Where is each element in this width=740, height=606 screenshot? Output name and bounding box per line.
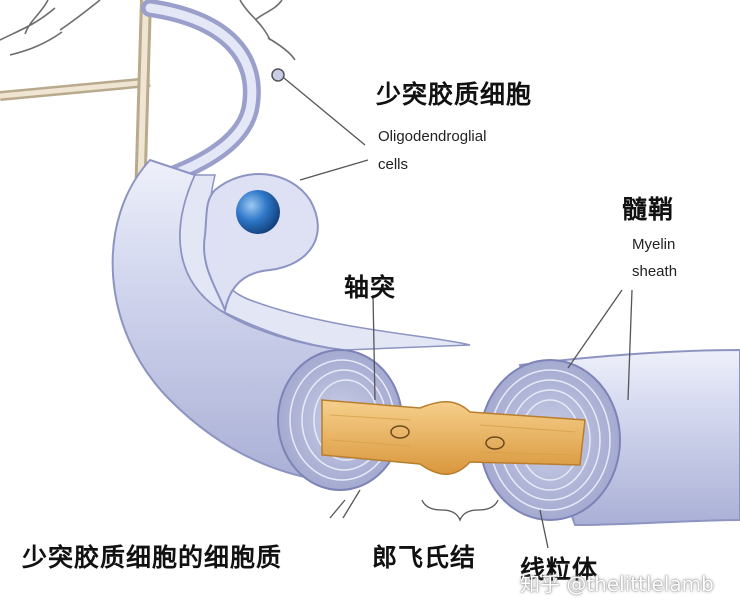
cell-processes [0, 0, 296, 61]
oligodendrocyte-body [203, 173, 319, 314]
myelin-label-en-1: Myelin [632, 236, 676, 253]
node-of-ranvier-label-cn: 郎飞氏结 [372, 543, 477, 572]
glial-process-top [141, 0, 261, 189]
cytoplasm-label-cn: 少突胶质细胞的细胞质 [22, 543, 283, 572]
myelin-label-cn: 髓鞘 [622, 195, 675, 224]
mitochondria [390, 425, 505, 450]
nucleus [236, 190, 280, 234]
myelin-label-en-2: sheath [632, 263, 678, 280]
axon-label-cn: 轴突 [344, 273, 397, 302]
mitochondria-label-cn: 线粒体 [520, 555, 599, 584]
oligodendrocyte-label-en-1: Oligodendroglial [378, 128, 487, 145]
oligodendrocyte-label-en-2: cells [378, 156, 409, 173]
leader-lines [283, 77, 633, 549]
watermark: 知乎 @thelittlelamb [520, 572, 714, 596]
oligodendrocyte-label-cn: 少突胶质细胞 [376, 80, 533, 109]
capillary-vessel [0, 0, 152, 201]
